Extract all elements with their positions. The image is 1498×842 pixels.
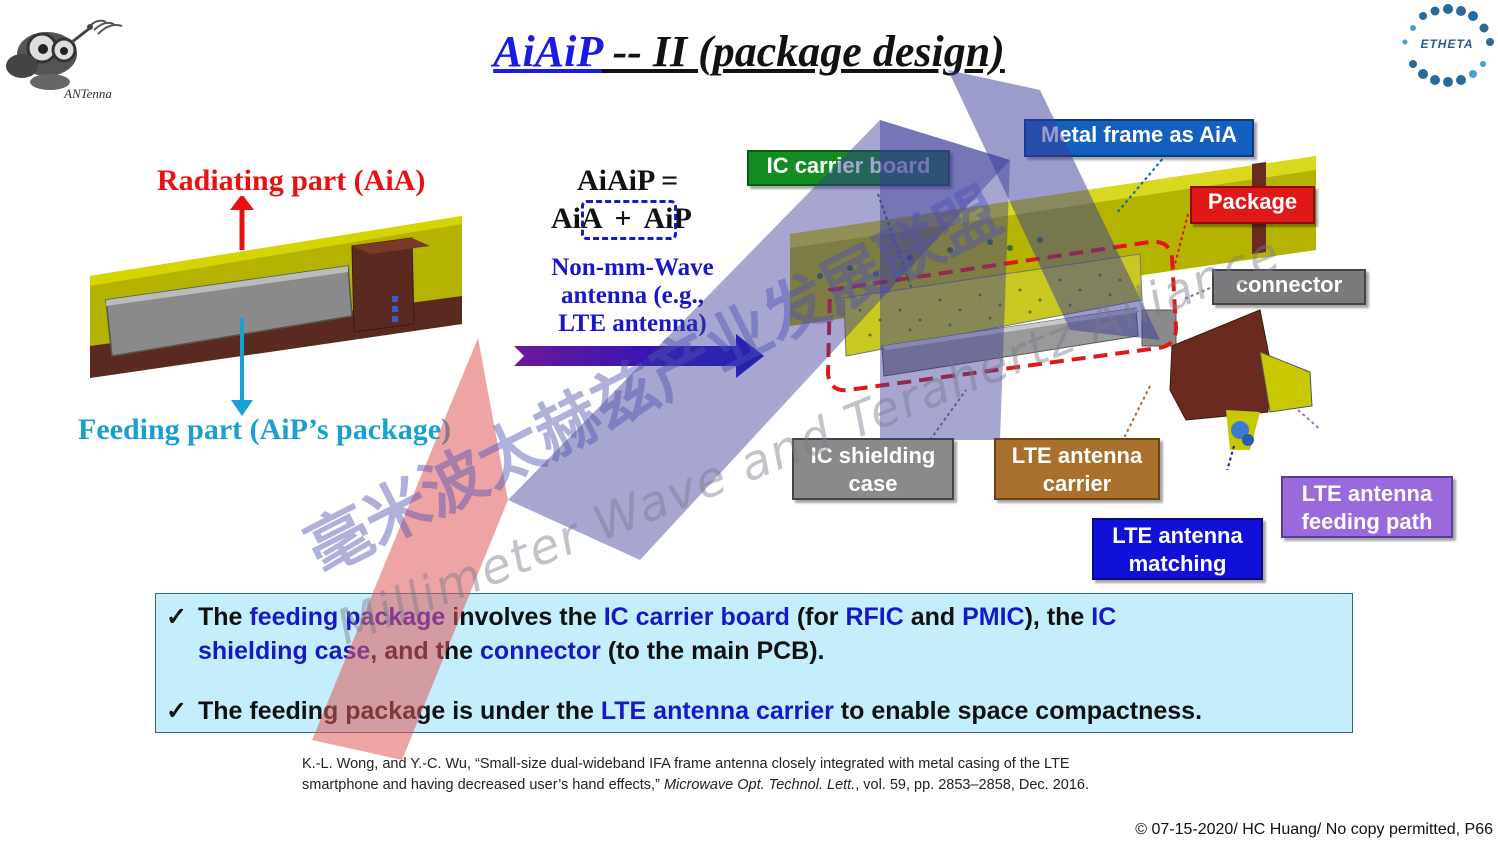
b1-text: (to the main PCB). — [600, 637, 825, 665]
lte-feeding-line2: feeding path — [1301, 509, 1433, 534]
ic-carrier-board-label: IC carrier board — [747, 150, 950, 186]
etheta-dots-icon — [1402, 4, 1494, 87]
b1-ic-carrier-board: IC carrier board — [603, 603, 790, 631]
reference-line2b: , vol. 59, pp. 2853–2858, Dec. 2016. — [855, 777, 1090, 793]
b1-text: involves the — [445, 603, 604, 631]
b1-ic: IC — [1091, 603, 1117, 631]
lte-matching-line1: LTE antenna — [1112, 523, 1243, 548]
lte-antenna-matching-label: LTE antenna matching — [1092, 518, 1263, 580]
b2-text: to enable space compactness. — [833, 697, 1203, 725]
non-mmwave-description: Non-mm-Wave antenna (e.g., LTE antenna) — [520, 254, 745, 338]
feeding-part-label: Feeding part (AiP’s package) — [78, 413, 452, 446]
equation-line1: AiAiP = — [577, 164, 679, 197]
b1-text: (for — [789, 603, 846, 631]
desc-line1: Non-mm-Wave — [551, 254, 714, 281]
ic-shielding-line1: IC shielding — [810, 443, 936, 468]
reference-journal: Microwave Opt. Technol. Lett. — [663, 777, 856, 793]
radiating-part-label: Radiating part (AiA) — [157, 164, 426, 197]
title-aiaip: AiAiP — [493, 27, 602, 76]
lte-feeding-line1: LTE antenna — [1301, 481, 1433, 506]
ic-shielding-case-label: IC shielding case — [792, 438, 954, 500]
equation-plus: + — [614, 202, 632, 235]
lte-carrier-line2: carrier — [1042, 471, 1112, 496]
b1-feeding-package: feeding package — [249, 603, 446, 631]
aia-aip-dashed-box — [581, 200, 677, 240]
bullet-1: ✓ The feeding package involves the IC ca… — [166, 600, 1342, 668]
b1-text: and — [903, 603, 963, 631]
reference-citation: K.-L. Wong, and Y.-C. Wu, “Small-size du… — [302, 754, 1222, 796]
b1-text: , and the — [370, 637, 481, 665]
lte-antenna-carrier-label: LTE antenna carrier — [994, 438, 1160, 500]
ic-shielding-line2: case — [848, 471, 898, 496]
reference-line1: K.-L. Wong, and Y.-C. Wu, “Small-size du… — [302, 756, 1070, 772]
b1-text: The — [198, 603, 250, 631]
check-icon: ✓ — [166, 603, 187, 631]
etheta-logo-text: ETHETA — [1420, 37, 1474, 51]
right-arrow-icon — [514, 334, 764, 378]
desc-line3: LTE antenna) — [558, 310, 707, 337]
aia-side-view-figure — [90, 196, 462, 416]
bullet-2: ✓ The feeding package is under the LTE a… — [166, 694, 1342, 728]
metal-frame-label: Metal frame as AiA — [1024, 119, 1254, 157]
ant-mascot-icon — [6, 19, 123, 90]
package-label: Package — [1190, 186, 1315, 224]
check-icon: ✓ — [166, 697, 187, 725]
b1-pmic: PMIC — [962, 603, 1025, 631]
b2-lte-antenna-carrier: LTE antenna carrier — [600, 697, 834, 725]
copyright-footer: © 07-15-2020/ HC Huang/ No copy permitte… — [1135, 821, 1493, 838]
title-rest: -- II (package design) — [601, 27, 1005, 76]
etheta-logo: ETHETA — [1395, 4, 1495, 88]
antenna-logo-text: ANTenna — [64, 86, 112, 101]
reference-line2: smartphone and having decreased user’s h… — [302, 775, 1222, 796]
equation-aip: AiP — [643, 202, 692, 235]
page-title: AiAiP -- II (package design) — [0, 26, 1498, 77]
b1-shielding-case: shielding case — [198, 637, 371, 665]
b1-rfic: RFIC — [845, 603, 904, 631]
b2-text: The feeding package is under the — [198, 697, 601, 725]
desc-line2: antenna (e.g., — [560, 282, 705, 309]
connector-label: connector — [1212, 269, 1366, 305]
bullet-box: ✓ The feeding package involves the IC ca… — [155, 593, 1353, 733]
lte-antenna-feeding-path-label: LTE antenna feeding path — [1281, 476, 1453, 538]
equation-line2: AiA + AiP — [551, 202, 711, 236]
b1-connector: connector — [480, 637, 601, 665]
b1-text: ), the — [1024, 603, 1092, 631]
antenna-logo: ANTenna — [2, 2, 127, 102]
reference-line2a: smartphone and having decreased user’s h… — [302, 777, 664, 793]
lte-matching-line2: matching — [1128, 551, 1227, 576]
lte-carrier-line1: LTE antenna — [1011, 443, 1143, 468]
equation-aia: AiA — [551, 202, 602, 235]
